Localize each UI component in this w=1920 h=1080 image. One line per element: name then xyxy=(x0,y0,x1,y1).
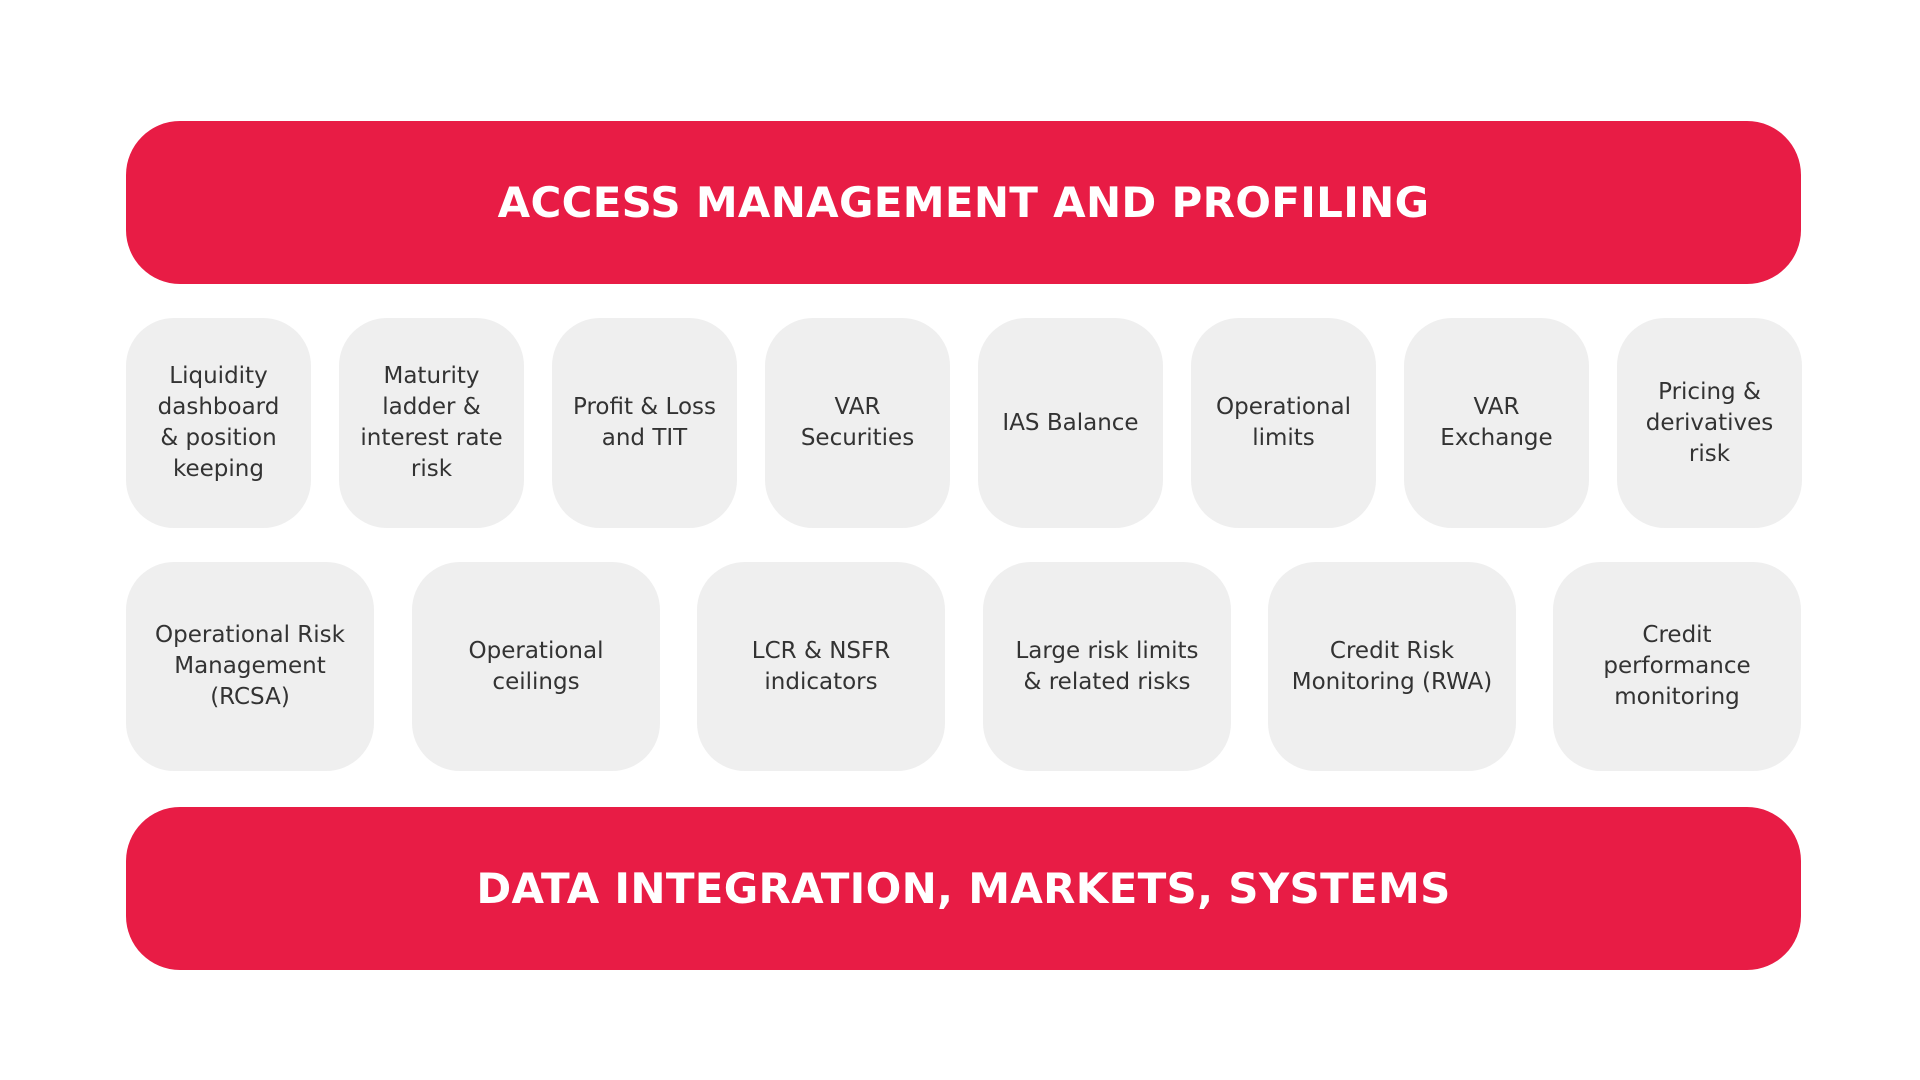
module-label: LCR & NSFR indicators xyxy=(751,637,891,695)
module-label: Maturity ladder & interest rate risk xyxy=(360,363,503,482)
module-operational-ceilings: Operational ceilings xyxy=(412,562,660,771)
access-management-label: ACCESS MANAGEMENT AND PROFILING xyxy=(497,178,1430,227)
module-credit-risk-monitoring: Credit Risk Monitoring (RWA) xyxy=(1268,562,1516,771)
module-label: VAR Exchange xyxy=(1440,394,1553,451)
module-liquidity-dashboard: Liquidity dashboard & position keeping xyxy=(126,318,311,528)
module-label: Operational Risk Management (RCSA) xyxy=(155,622,345,710)
data-integration-band: DATA INTEGRATION, MARKETS, SYSTEMS xyxy=(126,807,1801,970)
module-label: Large risk limits & related risks xyxy=(1015,637,1199,695)
module-operational-risk-management: Operational Risk Management (RCSA) xyxy=(126,562,374,771)
module-label: VAR Securities xyxy=(800,394,915,451)
module-label: Credit performance monitoring xyxy=(1603,622,1751,710)
module-large-risk-limits: Large risk limits & related risks xyxy=(983,562,1231,771)
module-operational-limits: Operational limits xyxy=(1191,318,1376,528)
module-maturity-ladder: Maturity ladder & interest rate risk xyxy=(339,318,524,528)
module-ias-balance: IAS Balance xyxy=(978,318,1163,528)
module-label: Credit Risk Monitoring (RWA) xyxy=(1291,637,1493,695)
module-label: Operational limits xyxy=(1216,394,1351,451)
module-credit-performance: Credit performance monitoring xyxy=(1553,562,1801,771)
module-var-exchange: VAR Exchange xyxy=(1404,318,1589,528)
module-var-securities: VAR Securities xyxy=(765,318,950,528)
module-pricing-derivatives: Pricing & derivatives risk xyxy=(1617,318,1802,528)
data-integration-label: DATA INTEGRATION, MARKETS, SYSTEMS xyxy=(476,864,1451,913)
module-label: Liquidity dashboard & position keeping xyxy=(157,363,280,482)
module-label: Operational ceilings xyxy=(468,637,604,695)
module-label: IAS Balance xyxy=(1002,409,1139,436)
module-label: Profit & Loss and TIT xyxy=(573,394,716,451)
module-profit-loss: Profit & Loss and TIT xyxy=(552,318,737,528)
access-management-band: ACCESS MANAGEMENT AND PROFILING xyxy=(126,121,1801,284)
module-lcr-nsfr: LCR & NSFR indicators xyxy=(697,562,945,771)
module-label: Pricing & derivatives risk xyxy=(1645,378,1774,467)
